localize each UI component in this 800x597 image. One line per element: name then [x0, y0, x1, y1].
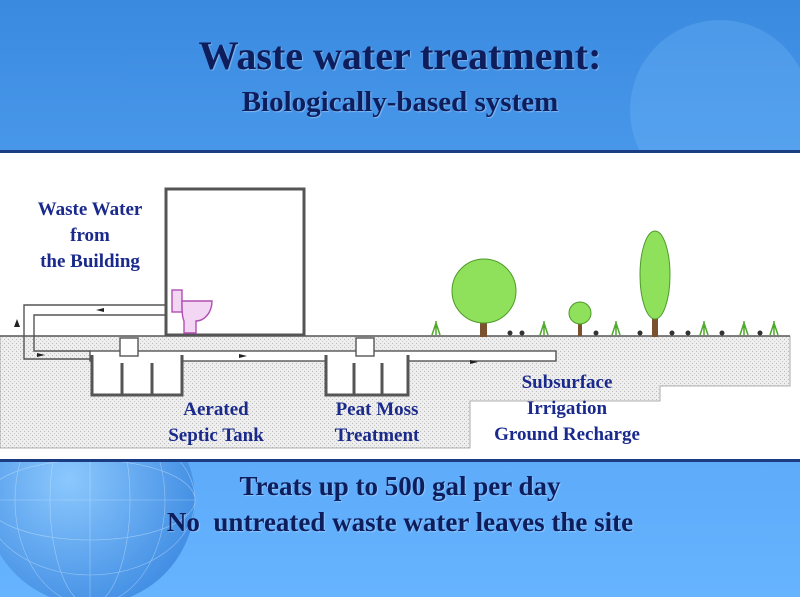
diagram-panel: Waste Water from the Building Aerated Se… — [0, 150, 800, 462]
flow-arrow-icon — [239, 354, 247, 358]
slide-title: Waste water treatment: — [198, 33, 602, 78]
flow-arrow-icon — [14, 319, 20, 327]
small-shrubs — [507, 330, 763, 336]
plant-icon — [568, 301, 592, 336]
label-waste-water-source: Waste Water from the Building — [37, 199, 143, 272]
peat-moss-tank — [324, 337, 410, 397]
septic-tank — [90, 337, 184, 397]
label-aerated-septic-tank: Aerated Septic Tank — [168, 399, 264, 446]
tree-icon — [451, 258, 517, 337]
footer-statement: No untreated waste water leaves the site — [166, 507, 634, 537]
grass-tufts — [431, 321, 779, 336]
drain-pipe — [23, 304, 166, 360]
flow-arrow-icon — [96, 308, 104, 312]
tree-icon — [639, 230, 671, 337]
toilet-icon — [171, 289, 213, 334]
label-subsurface-irrigation: Subsurface Irrigation Ground Recharge — [494, 372, 640, 445]
flow-arrow-icon — [37, 353, 45, 357]
label-peat-moss-treatment: Peat Moss Treatment — [334, 399, 420, 446]
main-pipe — [89, 350, 557, 362]
treatment-diagram — [0, 187, 791, 449]
slide-subtitle: Biologically-based system — [241, 86, 559, 118]
footer-capacity: Treats up to 500 gal per day — [239, 471, 561, 501]
flow-arrow-icon — [470, 360, 478, 364]
